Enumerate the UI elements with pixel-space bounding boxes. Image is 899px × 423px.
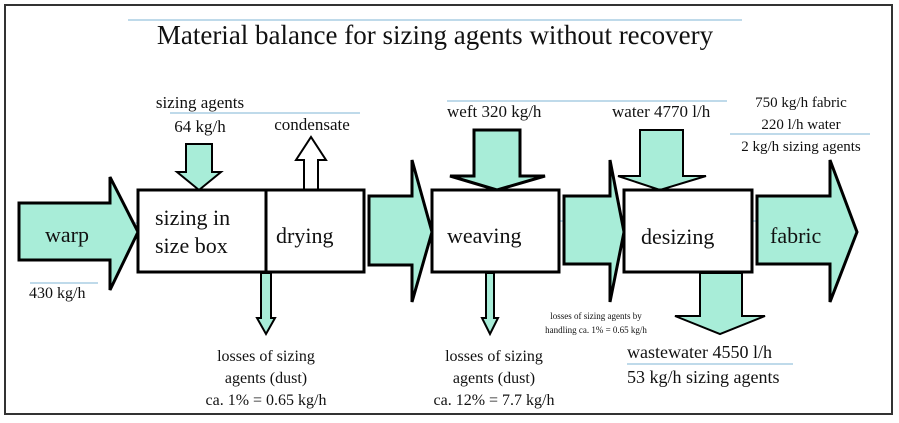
sizing-agents-input-arrow [174,143,224,192]
sizing-loss-line3: ca. 1% = 0.65 kg/h [206,392,327,409]
sizing-process-line2: size box [155,233,228,258]
fabric-label: fabric [770,223,822,248]
diagram-title: Material balance for sizing agents witho… [157,20,714,50]
sizing-agents-label: sizing agents [156,93,244,112]
output-fabric-line: 750 kg/h fabric [755,95,847,111]
water-label: water 4770 l/h [612,102,711,121]
handling-loss-line1: losses of sizing agents by [550,311,642,321]
handling-loss-line2: handling ca. 1% = 0.65 kg/h [545,325,647,335]
desizing-label: desizing [641,224,714,249]
fabric-arrow [755,159,859,303]
output-sizing-line: 2 kg/h sizing agents [741,139,861,155]
sizing-agents-amount: 64 kg/h [174,117,226,136]
weft-input-arrow [449,128,546,192]
warp-amount: 430 kg/h [29,285,85,302]
sizing-loss-line2: agents (dust) [225,370,307,387]
weaving-loss-arrow [480,272,500,337]
weaving-box [430,188,561,274]
sizing-box [136,188,268,274]
weaving-loss-line1: losses of sizing [445,348,543,365]
sizing-loss-arrow [255,272,277,337]
condensate-output-arrow [294,135,328,191]
weaving-label: weaving [447,223,522,248]
condensate-label: condensate [274,115,350,134]
drying-box [264,188,366,274]
warp-arrow [17,176,140,291]
sizing-loss-line1: losses of sizing [217,348,315,365]
sizing-process-line1: sizing in [155,205,230,230]
wastewater-line1: wastewater 4550 l/h [627,342,772,362]
warp-label: warp [45,222,89,247]
wastewater-line2: 53 kg/h sizing agents [627,367,779,387]
drying-label: drying [276,223,333,248]
desizing-box [622,188,754,274]
output-water-line: 220 l/h water [761,117,840,133]
flow-arrow-to-desizing [562,159,626,303]
flow-arrow-to-weaving [367,159,434,303]
wastewater-arrow [674,272,766,336]
water-input-arrow [617,129,707,192]
weft-label: weft 320 kg/h [447,102,542,121]
weaving-loss-line3: ca. 12% = 7.7 kg/h [434,392,555,409]
weaving-loss-line2: agents (dust) [453,370,535,387]
